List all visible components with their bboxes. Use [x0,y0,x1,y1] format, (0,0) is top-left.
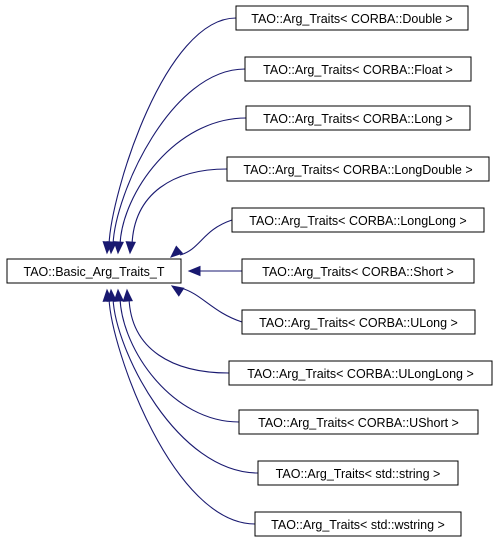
derived-class-node-tao-arg-traits-corba-ushort[interactable]: TAO::Arg_Traits< CORBA::UShort > [238,409,479,435]
derived-class-label: TAO::Arg_Traits< CORBA::UShort > [258,416,459,430]
arrowhead-icon [170,245,184,258]
derived-class-label: TAO::Arg_Traits< CORBA::LongDouble > [243,163,472,177]
arrowhead-icon [106,241,117,255]
derived-class-label: TAO::Arg_Traits< CORBA::Short > [262,265,454,279]
inheritance-edge [170,285,243,323]
derived-class-node-tao-arg-traits-std-string[interactable]: TAO::Arg_Traits< std::string > [257,460,459,486]
derived-class-label: TAO::Arg_Traits< CORBA::ULongLong > [247,367,474,381]
arrowhead-icon [102,288,113,302]
derived-class-label: TAO::Arg_Traits< std::string > [276,467,441,481]
derived-class-node-tao-arg-traits-corba-short[interactable]: TAO::Arg_Traits< CORBA::Short > [241,258,475,284]
inheritance-edge [113,288,240,423]
derived-class-node-tao-arg-traits-corba-longlong[interactable]: TAO::Arg_Traits< CORBA::LongLong > [231,207,485,233]
derived-class-node-tao-arg-traits-std-wstring[interactable]: TAO::Arg_Traits< std::wstring > [254,511,462,537]
inheritance-edge [102,17,237,255]
base-class-node[interactable]: TAO::Basic_Arg_Traits_T [6,258,182,284]
inheritance-edge [187,265,242,277]
inheritance-edge [113,117,247,255]
arrowhead-icon [125,241,136,255]
derived-class-label: TAO::Arg_Traits< std::wstring > [271,518,445,532]
arrowhead-icon [187,265,201,277]
inheritance-edge [170,219,233,258]
arrowhead-icon [113,241,124,255]
derived-class-node-tao-arg-traits-corba-longdouble[interactable]: TAO::Arg_Traits< CORBA::LongDouble > [226,156,490,182]
derived-class-node-tao-arg-traits-corba-long[interactable]: TAO::Arg_Traits< CORBA::Long > [245,105,471,131]
derived-class-label: TAO::Arg_Traits< CORBA::Double > [251,12,452,26]
inheritance-edge [122,288,230,374]
derived-class-label: TAO::Arg_Traits< CORBA::Long > [263,112,453,126]
class-nodes: TAO::Basic_Arg_Traits_T TAO::Arg_Traits<… [6,5,493,537]
derived-class-node-tao-arg-traits-corba-ulong[interactable]: TAO::Arg_Traits< CORBA::ULong > [241,309,476,335]
arrowhead-icon [122,288,133,302]
inheritance-edge [125,168,228,255]
arrowhead-icon [113,288,124,302]
base-class-label: TAO::Basic_Arg_Traits_T [23,265,164,279]
derived-class-node-tao-arg-traits-corba-double[interactable]: TAO::Arg_Traits< CORBA::Double > [235,5,469,31]
inheritance-edge [102,288,256,525]
derived-class-label: TAO::Arg_Traits< CORBA::ULong > [259,316,458,330]
derived-class-label: TAO::Arg_Traits< CORBA::LongLong > [249,214,466,228]
arrowhead-icon [170,285,185,297]
derived-class-node-tao-arg-traits-corba-ulonglong[interactable]: TAO::Arg_Traits< CORBA::ULongLong > [228,360,493,386]
inheritance-edge [106,68,246,255]
derived-class-node-tao-arg-traits-corba-float[interactable]: TAO::Arg_Traits< CORBA::Float > [244,56,472,82]
derived-class-label: TAO::Arg_Traits< CORBA::Float > [263,63,453,77]
inheritance-edges [102,17,259,525]
